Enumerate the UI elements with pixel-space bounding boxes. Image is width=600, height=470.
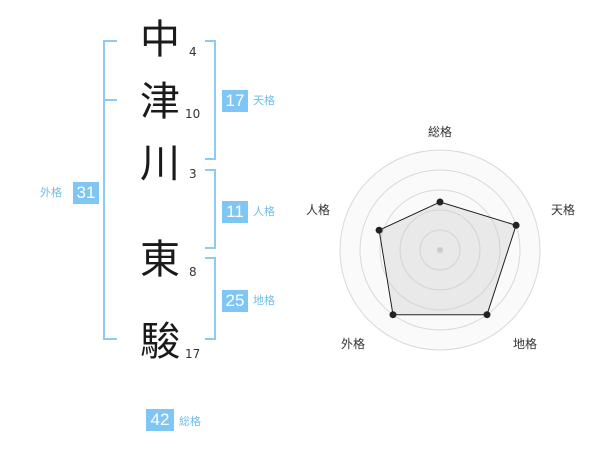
gaikaku-value-badge: 31: [73, 182, 99, 204]
stroke-count-5: 17: [185, 347, 201, 361]
radar-axis-label-gaikaku: 外格: [340, 337, 365, 351]
name-char-1: 中: [140, 17, 180, 63]
tenkaku-label: 天格: [253, 94, 275, 107]
radar-point-4: [389, 311, 397, 319]
radar-ring-1: [419, 229, 461, 271]
gaikaku-bracket: [103, 40, 117, 340]
stroke-count-1: 4: [189, 45, 197, 59]
chikaku-value-badge: 25: [222, 290, 248, 312]
radar-point-1: [436, 198, 444, 206]
radar-data-polygon: [378, 201, 517, 316]
radar-axis-label-chikaku: 地格: [512, 337, 537, 351]
name-char-2: 津: [140, 79, 180, 125]
radar-ring-2: [399, 209, 481, 291]
jinkaku-bracket: [205, 169, 216, 249]
soukaku-label: 総格: [179, 415, 201, 428]
stroke-count-3: 3: [189, 167, 197, 181]
radar-center-dot: [437, 247, 443, 253]
radar-ring-3: [379, 189, 501, 311]
stroke-count-2: 10: [185, 107, 201, 121]
jinkaku-value-badge: 11: [222, 201, 248, 223]
radar-point-3: [483, 311, 491, 319]
chikaku-label: 地格: [253, 294, 275, 307]
jinkaku-label: 人格: [253, 205, 275, 218]
stroke-count-4: 8: [189, 265, 197, 279]
radar-axis-label-tenkaku: 天格: [550, 203, 575, 217]
tenkaku-value-badge: 17: [222, 90, 248, 112]
soukaku-value-badge: 42: [146, 409, 174, 431]
radar-axis-label-jinkaku: 人格: [305, 203, 330, 217]
tenkaku-bracket: [205, 40, 216, 160]
radar-axis-label-soukaku: 総格: [427, 125, 452, 139]
radar-ring-4: [359, 169, 521, 331]
name-char-4: 東: [140, 237, 180, 283]
name-char-5: 駿: [140, 319, 180, 365]
chikaku-bracket: [205, 257, 216, 340]
radar-point-5: [375, 226, 383, 234]
name-char-3: 川: [140, 141, 180, 187]
gaikaku-label: 外格: [40, 186, 62, 199]
radar-point-2: [512, 221, 520, 229]
